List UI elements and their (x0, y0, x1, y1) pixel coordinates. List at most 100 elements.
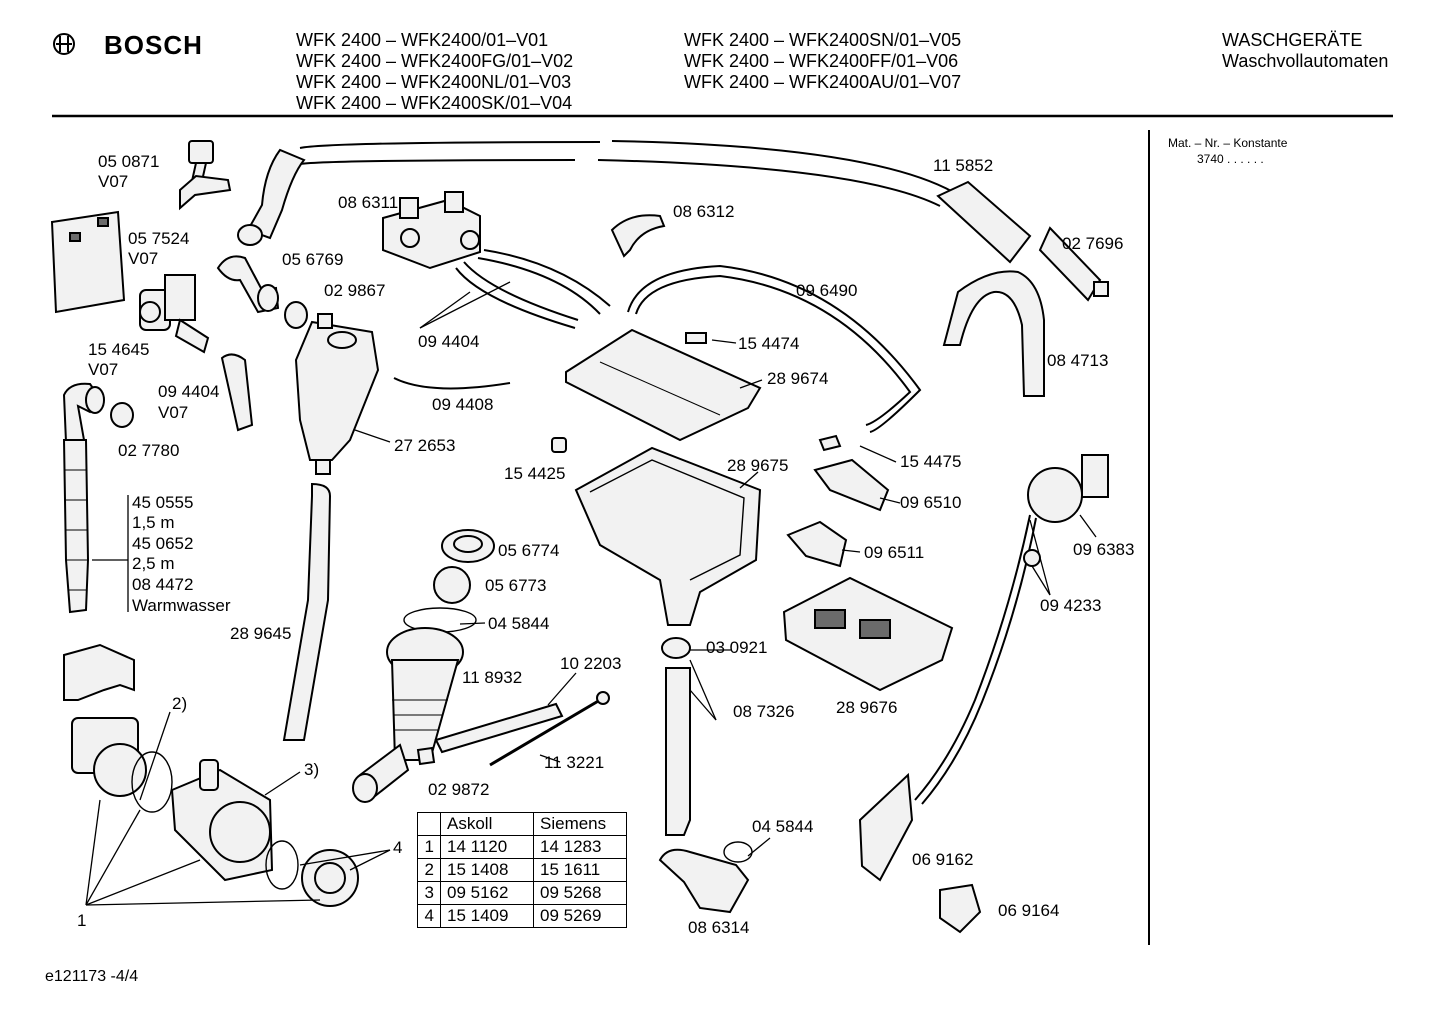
inlet-hose (62, 382, 134, 614)
bypass-hose (434, 702, 564, 754)
solenoid-valve (382, 191, 481, 270)
part-label: V07 (98, 172, 129, 191)
part-label: 08 6314 (688, 918, 750, 937)
part-label: 05 6769 (282, 250, 344, 269)
model-line: WFK 2400 – WFK2400SK/01–V04 (296, 93, 573, 113)
part-label: 08 4713 (1047, 351, 1109, 370)
table-header-cell: Askoll (440, 812, 534, 836)
part-label: 09 6511 (864, 543, 925, 562)
y-connector (179, 140, 232, 211)
part-label: 08 6312 (673, 202, 735, 221)
part-label: 03 0921 (706, 638, 768, 657)
table-row: 4 15 1409 09 5269 (417, 904, 627, 928)
part-label: 08 6311 (338, 193, 399, 212)
part-label: 05 6774 (498, 541, 560, 560)
bellows-hose (352, 627, 464, 803)
part-label: V07 (128, 249, 159, 268)
part-label: 11 8932 (462, 668, 523, 687)
table-cell: 15 1408 (440, 858, 534, 882)
connecting-hose-b (477, 257, 601, 315)
part-label: 06 9162 (912, 850, 974, 869)
part-label: V07 (88, 360, 119, 379)
part-label: V07 (158, 403, 189, 422)
detergent-reservoir (294, 313, 380, 475)
hose-bracket (942, 270, 1045, 397)
elbow-connector (610, 214, 666, 258)
part-label: 27 2653 (394, 436, 456, 455)
part-label: 02 7696 (1062, 234, 1124, 253)
lid-clip (685, 332, 707, 344)
part-label: 09 6510 (900, 493, 962, 512)
part-label: 04 5844 (488, 614, 550, 633)
drawing-id: e121173 -4/4 (45, 968, 139, 985)
part-label: 11 5852 (933, 156, 994, 175)
pipe-seal (661, 637, 691, 659)
table-cell: 4 (417, 904, 441, 928)
model-list-2: WFK 2400 – WFK2400SN/01–V05 WFK 2400 – W… (684, 30, 961, 93)
part-label: 09 4408 (432, 395, 494, 414)
part-label: 09 4233 (1040, 596, 1102, 615)
part-label: 2,5 m (132, 554, 175, 573)
material-constant-title: Mat. – Nr. – Konstante (1168, 136, 1288, 150)
table-cell: 2 (417, 858, 441, 882)
part-label: 15 4425 (504, 464, 566, 483)
pressure-hose (914, 514, 1031, 801)
part-label: 04 5844 (752, 817, 814, 836)
part-label: 02 9872 (428, 780, 490, 799)
latch-part (786, 520, 848, 568)
vent-hose (627, 264, 922, 433)
part-label: 08 4472 (132, 575, 194, 594)
part-label: 3) (304, 760, 320, 779)
part-label: 15 4474 (738, 334, 800, 353)
drain-pump-assembly (63, 643, 359, 907)
door-lock-knob (939, 883, 982, 934)
table-cell: 09 5162 (440, 881, 534, 905)
pressure-switch (1027, 454, 1109, 523)
drain-clamp (723, 841, 753, 863)
table-cell: 14 1283 (533, 835, 627, 859)
part-label: 28 9675 (727, 456, 789, 475)
short-hose (220, 353, 254, 432)
drain-hose-long (237, 140, 1032, 264)
dispenser-lid (565, 328, 762, 442)
part-label: 11 3221 (544, 753, 605, 772)
dispenser-housing (574, 446, 762, 626)
part-label: 28 9674 (767, 369, 829, 388)
part-label: 45 0652 (132, 534, 194, 553)
table-cell: 09 5269 (533, 904, 627, 928)
model-line: WFK 2400 – WFK2400/01–V01 (296, 30, 549, 50)
access-cover (50, 210, 126, 314)
model-line: WFK 2400 – WFK2400NL/01–V03 (296, 72, 572, 92)
part-label: 09 4404 (158, 382, 220, 401)
part-label: 06 9164 (998, 901, 1060, 920)
part-label: 28 9676 (836, 698, 898, 717)
model-line: WFK 2400 – WFK2400SN/01–V05 (684, 30, 962, 50)
float-ball (433, 566, 471, 604)
category-subtitle: Waschvollautomaten (1222, 51, 1389, 71)
material-constant-value: 3740 . . . . . . (1197, 152, 1264, 166)
brand-name: BOSCH (104, 30, 203, 60)
part-label: 15 4475 (900, 452, 962, 471)
small-tube (416, 746, 436, 766)
plug-cap (1038, 226, 1102, 302)
drain-elbow (658, 848, 750, 914)
part-label: 05 7524 (128, 229, 190, 248)
table-cell: 09 5268 (533, 881, 627, 905)
supplier-table: Askoll Siemens 1 14 1120 14 1283 2 15 14… (417, 812, 627, 928)
vent-nozzle (818, 434, 842, 452)
part-label: 05 0871 (98, 152, 160, 171)
table-row: 1 14 1120 14 1283 (417, 835, 627, 859)
part-label: 28 9645 (230, 624, 292, 643)
table-cell: 15 1611 (533, 858, 627, 882)
part-label: 2) (172, 694, 188, 713)
seal-ring (284, 301, 308, 329)
model-line: WFK 2400 – WFK2400FF/01–V06 (684, 51, 959, 71)
table-row: 3 09 5162 09 5268 (417, 881, 627, 905)
table-cell: 1 (417, 835, 441, 859)
door-lock-bracket (858, 772, 914, 882)
part-label: 4 (393, 838, 403, 857)
part-label: Warmwasser (132, 596, 231, 615)
drain-pipe (665, 667, 691, 836)
bosch-logo-icon (53, 33, 75, 55)
detergent-drawer (782, 576, 954, 692)
